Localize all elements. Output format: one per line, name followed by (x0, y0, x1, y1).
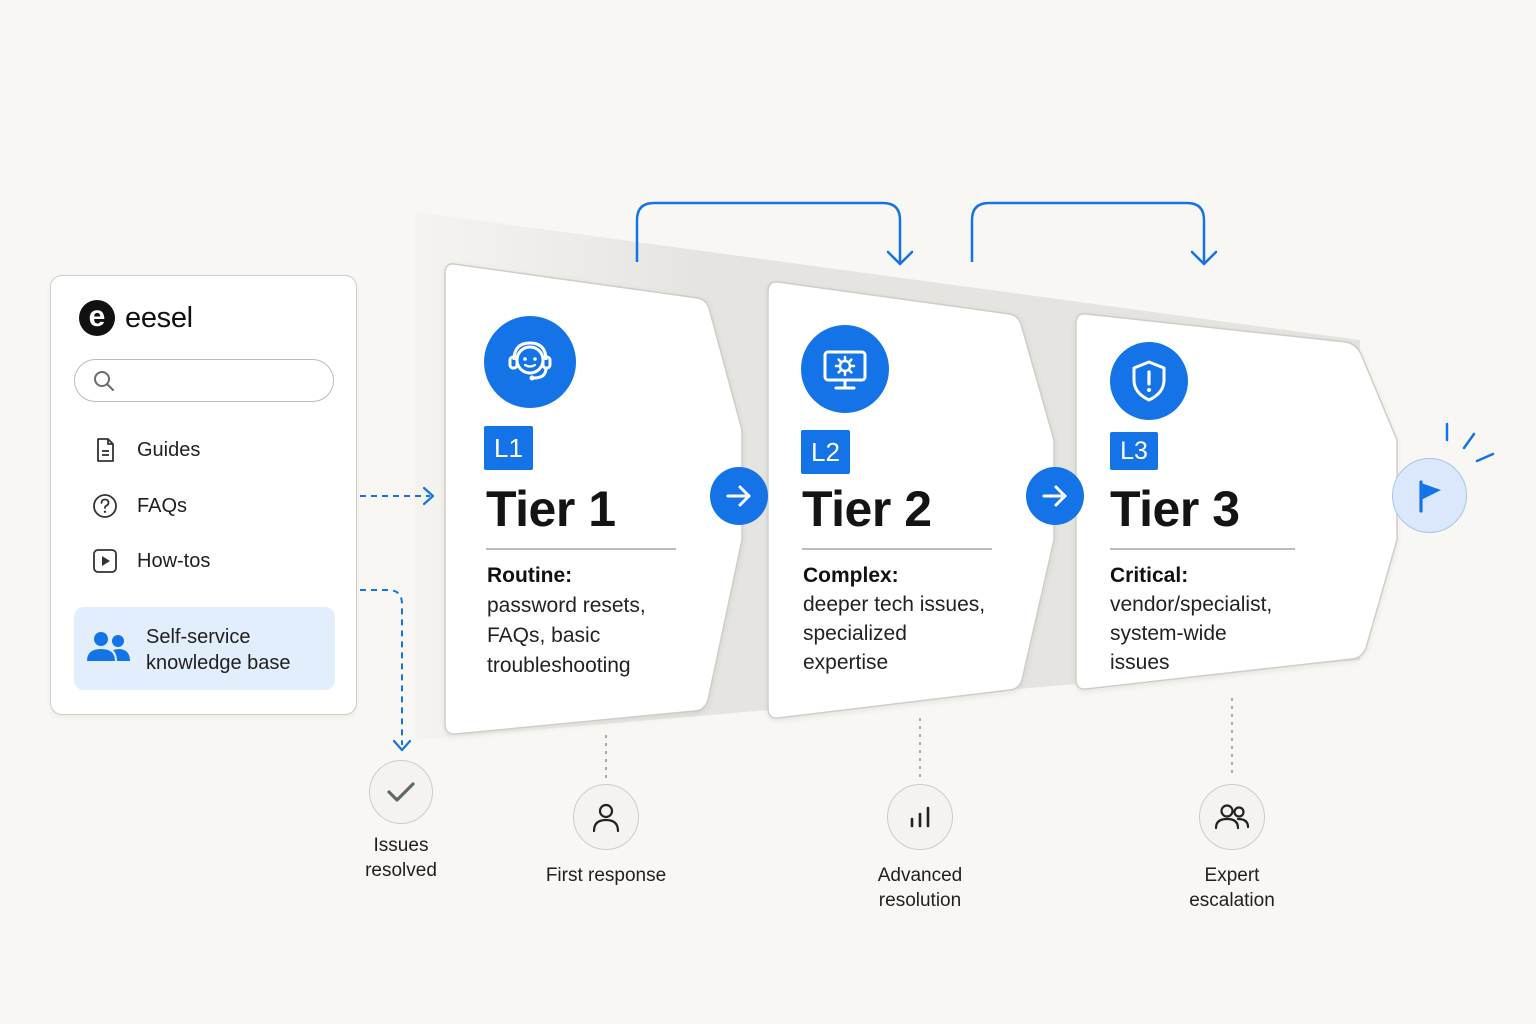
escalation-arrow-2-3 (970, 201, 1206, 262)
tier-1-title: Tier 1 (486, 481, 616, 537)
issues-resolved-label: Issues resolved (301, 833, 501, 883)
sidebar-to-resolved-arrowhead (392, 739, 412, 752)
person-icon (592, 803, 620, 833)
people-icon (1214, 804, 1250, 830)
sidebar-to-resolved-connector (360, 589, 403, 745)
expert-escalation-line: escalation (1189, 890, 1275, 911)
expert-escalation-line: Expert (1204, 865, 1260, 886)
brand-mark-icon: e (79, 300, 115, 336)
sidebar-to-tier1-arrowhead (422, 486, 435, 506)
knowledge-base-panel: e eesel Guides FAQs How-tos (50, 275, 357, 715)
document-icon (97, 438, 114, 462)
search-box[interactable] (74, 359, 334, 402)
nav-item-faqs-label: FAQs (137, 494, 188, 517)
advanced-resolution-badge (887, 784, 953, 850)
kb-label-line1: Self-service (146, 626, 251, 648)
tier-2-title: Tier 2 (802, 481, 932, 537)
issues-resolved-line: resolved (365, 860, 437, 881)
tier-2-description: Complex: deeper tech issues, specialized… (803, 561, 985, 677)
tier-2-badge: L2 (801, 430, 850, 474)
bar-chart-icon (910, 806, 930, 828)
question-icon (93, 494, 117, 518)
tier-3-line: issues (1110, 651, 1170, 674)
tier-2-line: deeper tech issues, (803, 593, 986, 616)
tier-1-description: Routine: password resets, FAQs, basic tr… (487, 561, 646, 681)
check-icon (387, 782, 415, 802)
tier-3-line: vendor/specialist, (1110, 593, 1273, 616)
nav-item-howtos-label: How-tos (137, 549, 211, 572)
arrow-right-icon (1042, 485, 1067, 507)
tier-1-badge: L1 (484, 426, 533, 470)
advanced-resolution-line: resolution (878, 890, 962, 911)
escalation-arrowhead-1-2 (886, 250, 914, 266)
nav-item-guides[interactable]: Guides (91, 436, 200, 464)
next-tier-1-to-2-button[interactable] (710, 467, 768, 525)
tier-3-divider (1110, 548, 1295, 550)
headset-icon (484, 316, 576, 408)
tier-3-heading: Critical: (1110, 564, 1189, 587)
tier-2-divider (802, 548, 992, 550)
escalation-arrow-1-2 (635, 201, 902, 262)
arrow-right-icon (726, 485, 751, 507)
kb-label-line2: knowledge base (146, 652, 291, 674)
tier-1-line: troubleshooting (487, 654, 631, 677)
flag-icon (1418, 479, 1441, 513)
tier-3-line: system-wide (1110, 622, 1227, 645)
first-response-badge (573, 784, 639, 850)
tier-2-heading: Complex: (803, 564, 899, 587)
first-response-label: First response (506, 863, 706, 888)
tier-2-line: expertise (803, 651, 889, 674)
next-tier-2-to-3-button[interactable] (1026, 467, 1084, 525)
nav-item-guides-label: Guides (137, 438, 201, 461)
escalation-arrowhead-2-3 (1190, 250, 1218, 266)
tier-3-title: Tier 3 (1110, 481, 1240, 537)
issues-resolved-line: Issues (373, 835, 429, 856)
brand-name: eesel (125, 301, 193, 334)
tier-2-line: specialized (803, 622, 907, 645)
monitor-gear-icon (801, 325, 889, 413)
tier-1-line: password resets, (487, 594, 646, 617)
expert-escalation-badge (1199, 784, 1265, 850)
play-icon (93, 549, 117, 573)
self-service-knowledge-base[interactable]: Self-service knowledge base (74, 607, 335, 690)
nav-item-faqs[interactable]: FAQs (91, 492, 187, 520)
tier-1-line: FAQs, basic (487, 624, 601, 647)
tier-3-description: Critical: vendor/specialist, system-wide… (1110, 561, 1272, 677)
resolution-flag (1392, 458, 1467, 533)
tier-3-badge: L3 (1110, 432, 1158, 470)
issues-resolved-badge (369, 760, 433, 824)
shield-alert-icon (1110, 342, 1188, 420)
users-icon (87, 632, 130, 661)
tier-1-heading: Routine: (487, 564, 573, 587)
search-input[interactable] (123, 368, 327, 394)
sparkle-icon (1445, 422, 1495, 463)
nav-item-howtos[interactable]: How-tos (91, 547, 210, 575)
advanced-resolution-label: Advanced resolution (820, 863, 1020, 913)
brand-logo: e eesel (79, 300, 193, 336)
search-icon (94, 371, 114, 391)
tier-1-divider (486, 548, 676, 550)
expert-escalation-label: Expert escalation (1132, 863, 1332, 913)
advanced-resolution-line: Advanced (877, 865, 963, 886)
first-response-line: First response (545, 865, 667, 886)
